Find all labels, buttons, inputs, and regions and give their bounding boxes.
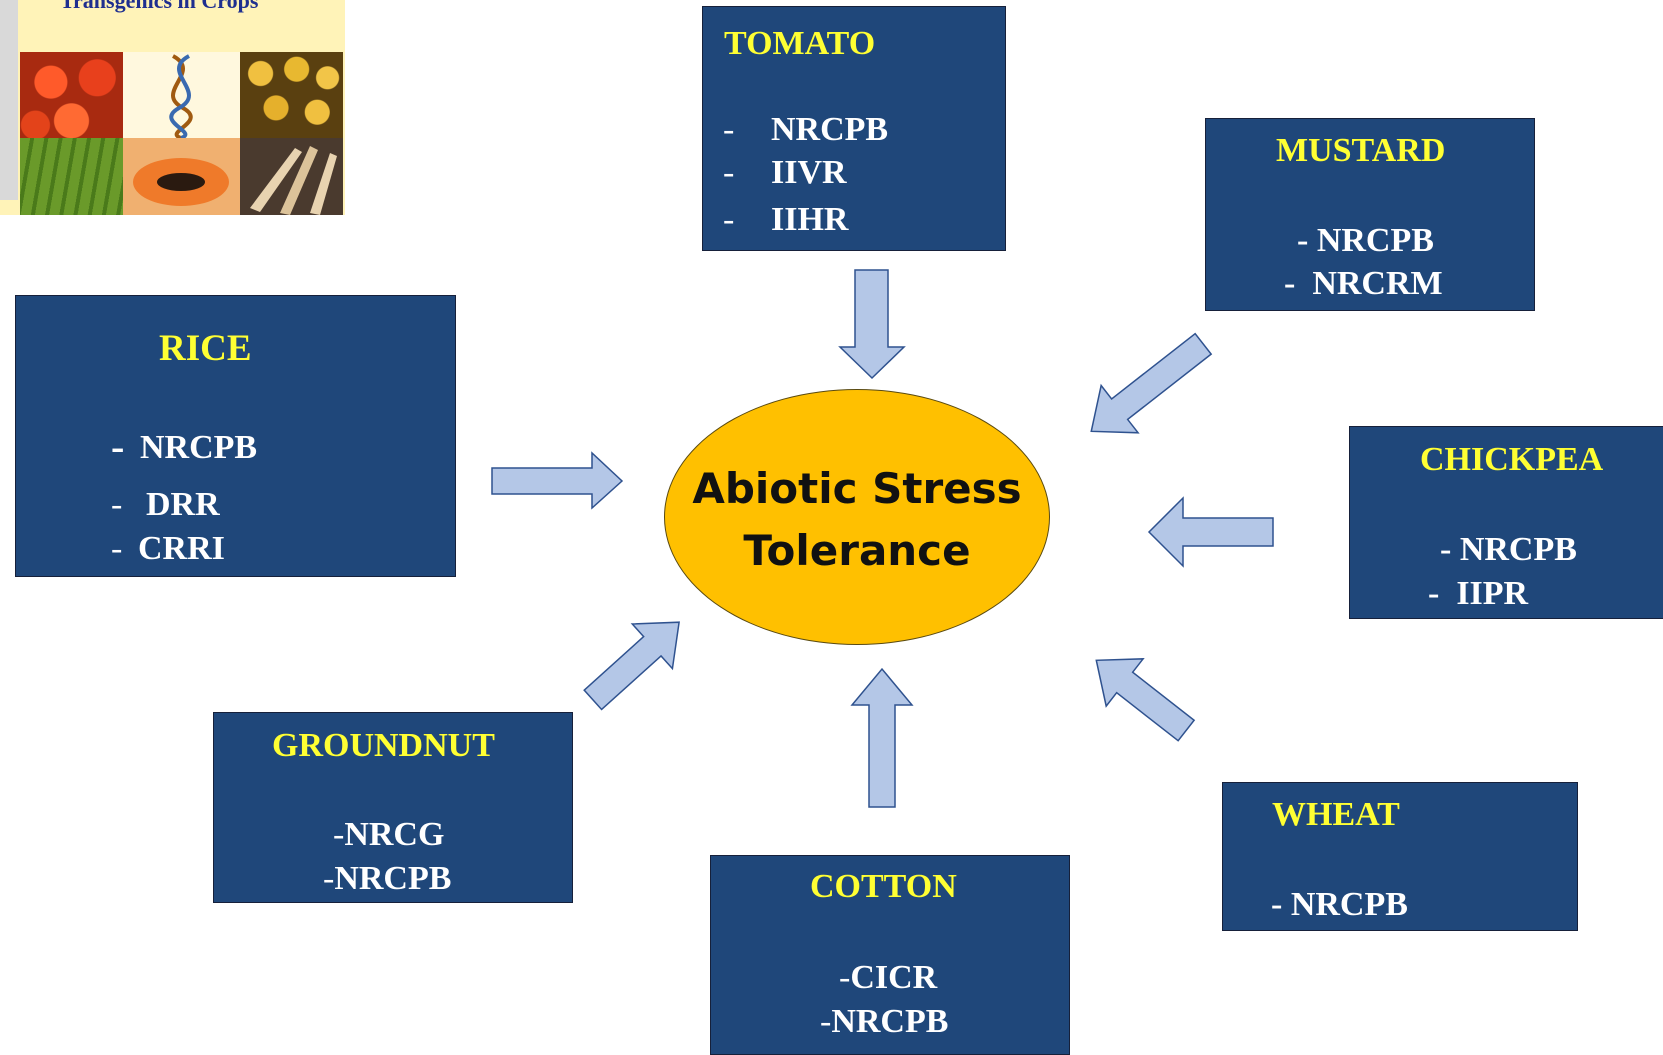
dash: - [723,201,735,238]
rice-item: -NRCPB [111,424,257,476]
groundnut-title: GROUNDNUT [272,727,495,764]
center-label: Abiotic Stress Tolerance [665,458,1049,582]
potato-image [240,52,343,138]
mustard-box: MUSTARD - NRCPB - NRCRM [1205,118,1535,311]
cotton-box: COTTON -CICR -NRCPB [710,855,1070,1055]
cassava-icon [250,146,337,215]
cotton-item-text: CICR [850,959,938,996]
arrow-cotton [850,667,914,808]
cotton-item-text: NRCPB [831,1003,949,1040]
rice-item: -DRR [111,486,220,524]
chickpea-item: - NRCPB [1440,531,1577,568]
center-label-line2: Tolerance [743,526,971,575]
cassava-image [240,138,343,215]
arrow-mustard [1090,332,1213,434]
tomato-box: TOMATO -NRCPB -IIVR -IIHR [702,6,1006,251]
wheat-box: WHEAT - NRCPB [1222,782,1578,931]
dash: - [333,816,345,853]
crops-photo-collage: Transgenics in Crops [0,0,345,215]
dna-helix-icon [169,54,193,140]
dash: - [323,860,335,897]
arrow-wheat [1095,658,1196,742]
dash: - [111,530,123,567]
tomato-image [20,52,123,138]
groundnut-item-text: NRCPB [334,860,452,897]
wheat-title: WHEAT [1272,796,1400,833]
dash: - [839,959,851,996]
cotton-item: -CICR [839,959,937,997]
rice-item-text: DRR [146,486,220,523]
papaya-icon [133,158,229,206]
tomato-item-text: IIHR [771,201,849,238]
tomato-item: -IIVR [723,154,847,192]
chickpea-box: CHICKPEA - NRCPB - IIPR [1349,426,1663,619]
arrow-chickpea [1147,496,1274,568]
collage-left-edge [0,0,18,200]
mustard-item: - NRCPB [1297,222,1434,259]
tomato-title: TOMATO [724,25,876,62]
groundnut-item: -NRCG [333,816,444,854]
dash: - [111,424,125,469]
dash: - [820,1003,832,1040]
papaya-image [123,138,240,215]
rice-item: -CRRI [111,530,225,568]
groundnut-item-text: NRCG [344,816,445,853]
tomato-item: -NRCPB [723,111,888,149]
arrow-groundnut [583,621,680,711]
banana-image [20,138,123,215]
cotton-item: -NRCPB [820,1003,948,1041]
abiotic-stress-tolerance-ellipse: Abiotic Stress Tolerance [664,389,1050,645]
mustard-title: MUSTARD [1276,132,1446,169]
rice-item-text: NRCPB [140,429,258,466]
groundnut-item: -NRCPB [323,860,451,898]
rice-title: RICE [159,328,252,369]
tomato-item-text: NRCPB [771,111,889,148]
tomato-item: -IIHR [723,201,848,239]
wheat-item: - NRCPB [1271,886,1408,923]
rice-item-text: CRRI [138,530,225,567]
photo-caption: Transgenics in Crops [60,0,259,13]
chickpea-title: CHICKPEA [1420,441,1604,478]
cotton-title: COTTON [810,868,957,905]
dash: - [723,154,735,191]
mustard-item: - NRCRM [1284,265,1443,302]
dash: - [111,486,123,523]
groundnut-box: GROUNDNUT -NRCG -NRCPB [213,712,573,903]
dash: - [723,111,735,148]
dna-image [123,52,240,140]
rice-box: RICE -NRCPB -DRR -CRRI [15,295,456,577]
tomato-item-text: IIVR [771,154,847,191]
arrow-rice [491,451,624,510]
arrow-tomato [838,269,906,380]
chickpea-item: - IIPR [1428,575,1529,612]
center-label-line1: Abiotic Stress [692,464,1022,513]
